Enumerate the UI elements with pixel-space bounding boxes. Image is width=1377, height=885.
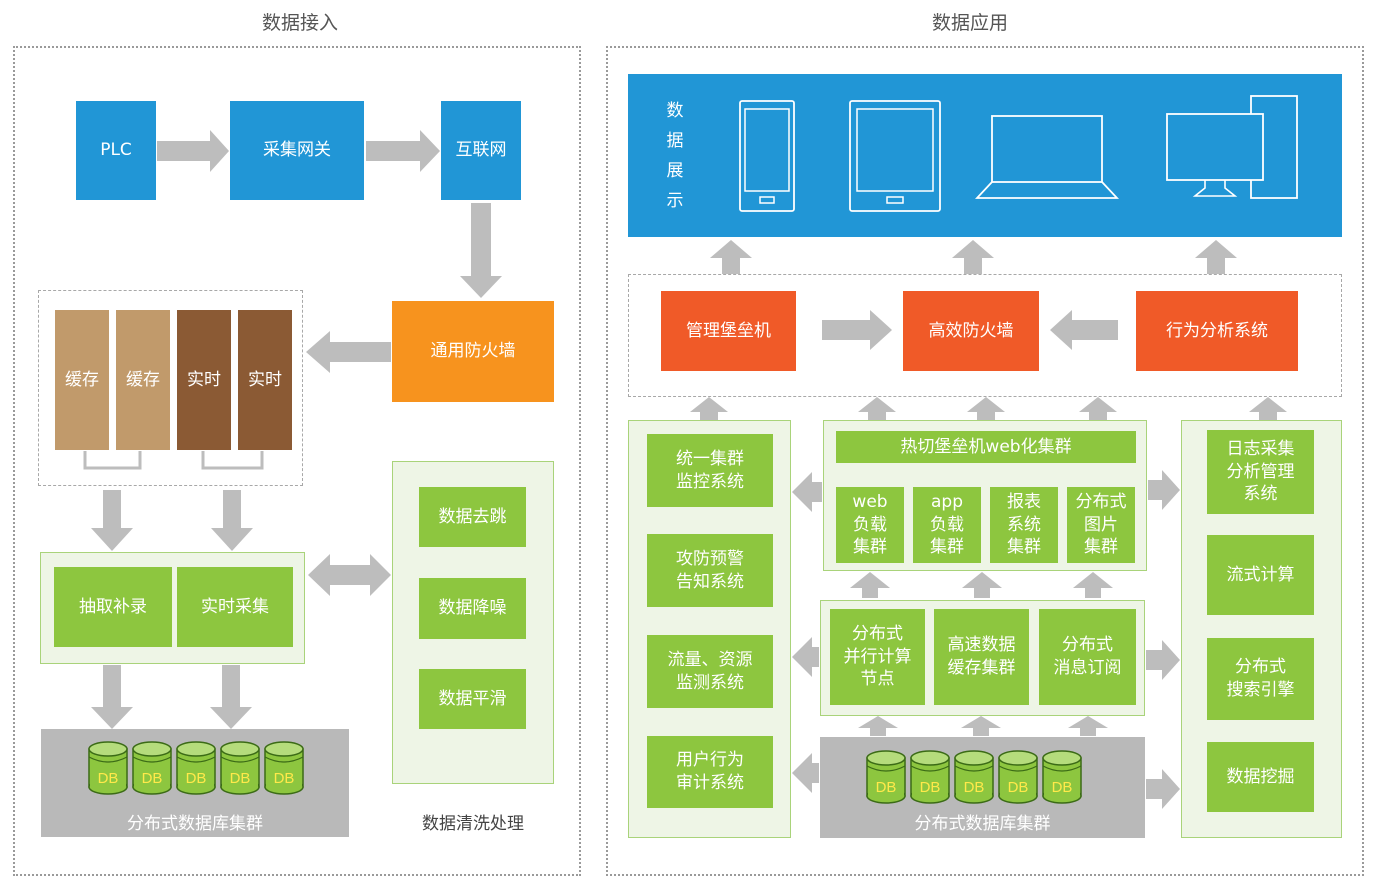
hot-cluster-item: 分布式 图片 集群 <box>1067 487 1135 563</box>
left-db-cluster-label: 分布式数据库集群 <box>127 814 263 834</box>
database-icon: DB <box>866 750 906 804</box>
db-label: DB <box>274 770 295 787</box>
cleaning-item: 数据平滑 <box>419 669 526 729</box>
mid-cluster-item: 高速数据 缓存集群 <box>934 609 1029 705</box>
monitor-system-node: 统一集群 监控系统 <box>647 434 773 507</box>
mid-cluster-item: 分布式 消息订阅 <box>1039 609 1136 705</box>
database-icon: DB <box>88 741 128 795</box>
database-icon: DB <box>264 741 304 795</box>
stream-compute-node: 流式计算 <box>1207 535 1314 615</box>
buffer-group <box>38 290 303 486</box>
hot-cluster-item: 报表 系统 集群 <box>990 487 1058 563</box>
bastion-node: 管理堡垒机 <box>661 291 796 371</box>
gateway-node: 采集网关 <box>230 101 364 200</box>
display-label: 数 据 展 示 <box>666 101 684 211</box>
search-engine-node: 分布式 搜索引擎 <box>1207 638 1314 720</box>
hot-cluster-item: web 负载 集群 <box>836 487 904 563</box>
db-label: DB <box>142 770 163 787</box>
mid-cluster-item: 分布式 并行计算 节点 <box>830 609 925 705</box>
laptop-icon <box>975 115 1119 199</box>
data-mining-node: 数据挖掘 <box>1207 742 1314 812</box>
db-label: DB <box>186 770 207 787</box>
warning-system-node: 攻防预警 告知系统 <box>647 534 773 607</box>
left-panel-title: 数据接入 <box>261 12 338 34</box>
hot-cluster-item: app 负载 集群 <box>913 487 981 563</box>
behavior-analysis-node: 行为分析系统 <box>1136 291 1298 371</box>
right-panel <box>606 46 1364 876</box>
database-icon: DB <box>1042 750 1082 804</box>
phone-icon <box>739 100 795 212</box>
database-icon: DB <box>910 750 950 804</box>
plc-node: PLC <box>76 101 156 200</box>
left-panel <box>13 46 581 876</box>
traffic-system-node: 流量、资源 监测系统 <box>647 635 773 708</box>
right-panel-title: 数据应用 <box>931 12 1008 34</box>
tablet-icon <box>849 100 941 212</box>
db-label: DB <box>1052 779 1073 796</box>
db-label: DB <box>876 779 897 796</box>
right-db-cluster-label: 分布式数据库集群 <box>914 814 1051 834</box>
cleaning-caption: 数据清洗处理 <box>422 814 524 834</box>
log-analysis-node: 日志采集 分析管理 系统 <box>1207 430 1314 514</box>
cleaning-item: 数据去跳 <box>419 487 526 547</box>
database-icon: DB <box>220 741 260 795</box>
desktop-icon <box>1166 95 1298 199</box>
db-label: DB <box>964 779 985 796</box>
right-db-row: DB DB DB DB DB <box>866 750 1086 806</box>
left-db-row: DB DB DB DB DB <box>88 741 308 797</box>
db-label: DB <box>98 770 119 787</box>
database-icon: DB <box>954 750 994 804</box>
hot-cluster-title: 热切堡垒机web化集群 <box>836 431 1136 463</box>
internet-node: 互联网 <box>441 101 521 200</box>
realtime-collect-node: 实时采集 <box>177 567 293 647</box>
realtime-column: 实时 <box>177 310 231 450</box>
efficient-firewall-node: 高效防火墙 <box>903 291 1039 371</box>
general-firewall-node: 通用防火墙 <box>392 301 554 402</box>
db-label: DB <box>920 779 941 796</box>
database-icon: DB <box>132 741 172 795</box>
realtime-column: 实时 <box>238 310 292 450</box>
extract-node: 抽取补录 <box>54 567 172 647</box>
database-icon: DB <box>998 750 1038 804</box>
security-group <box>628 274 1342 397</box>
cleaning-item: 数据降噪 <box>419 578 526 639</box>
buffer-column: 缓存 <box>55 310 109 450</box>
database-icon: DB <box>176 741 216 795</box>
buffer-column: 缓存 <box>116 310 170 450</box>
db-label: DB <box>230 770 251 787</box>
db-label: DB <box>1008 779 1029 796</box>
audit-system-node: 用户行为 审计系统 <box>647 736 773 808</box>
